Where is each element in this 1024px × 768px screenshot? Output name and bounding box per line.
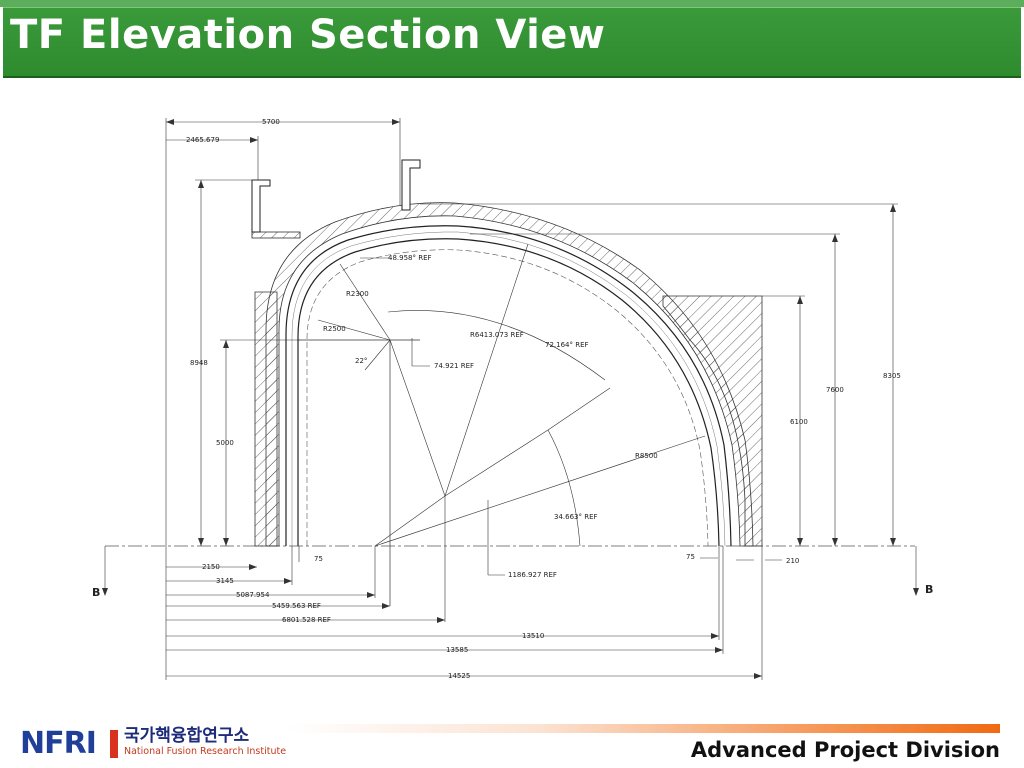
tf-elevation-drawing: B B 5700 2465.679 8948 5000 2150 75 3145… bbox=[92, 118, 933, 680]
dim-5087: 5087.954 bbox=[236, 591, 270, 599]
dim-75-right: 75 bbox=[686, 553, 695, 561]
title-bar-band bbox=[3, 7, 1021, 78]
dim-5000: 5000 bbox=[216, 439, 234, 447]
ref-74-921: 74.921 REF bbox=[434, 362, 474, 370]
radius-2300: R2300 bbox=[346, 290, 369, 298]
dim-5700: 5700 bbox=[262, 118, 280, 126]
logo-abbr: NFRI bbox=[20, 726, 97, 761]
left-port-bottom bbox=[251, 231, 301, 239]
logo-english-name: National Fusion Research Institute bbox=[124, 746, 287, 757]
dim-6801: 6801.528 REF bbox=[282, 616, 331, 624]
radius-2500: R2500 bbox=[323, 325, 346, 333]
division-label: Advanced Project Division bbox=[690, 738, 1000, 762]
radius-8500: R8500 bbox=[635, 452, 658, 460]
title-bar: TF Elevation Section View bbox=[0, 0, 1024, 80]
dim-210: 210 bbox=[786, 557, 799, 565]
section-mark-left: B bbox=[92, 586, 100, 599]
dim-13585: 13585 bbox=[446, 646, 468, 654]
angle-34-663: 34.663° REF bbox=[554, 513, 598, 521]
dim-3145: 3145 bbox=[216, 577, 234, 585]
outer-shell bbox=[265, 202, 754, 547]
dim-13510: 13510 bbox=[522, 632, 544, 640]
angle-72-164: 72.164° REF bbox=[545, 341, 589, 349]
dim-2465: 2465.679 bbox=[186, 136, 219, 144]
dim-7600: 7600 bbox=[826, 386, 844, 394]
left-port-flange bbox=[251, 179, 271, 233]
radius-6413: R6413.073 REF bbox=[470, 331, 524, 339]
dim-8948: 8948 bbox=[190, 359, 208, 367]
logo-korean-name: 국가핵융합연구소 bbox=[124, 726, 250, 746]
tf-coil-inner-edge bbox=[297, 238, 720, 547]
tf-coil-outer-edge bbox=[285, 225, 732, 547]
construction-lines bbox=[317, 243, 706, 576]
angle-22: 22° bbox=[355, 357, 367, 365]
dim-6100: 6100 bbox=[790, 418, 808, 426]
nfri-logo: NFRI 국가핵융합연구소 National Fusion Research I… bbox=[20, 726, 286, 762]
dim-5459: 5459.563 REF bbox=[272, 602, 321, 610]
right-port-flange bbox=[401, 159, 421, 211]
page-title: TF Elevation Section View bbox=[10, 12, 606, 58]
logo-accent-bar bbox=[110, 730, 118, 758]
arrow-heads bbox=[102, 119, 919, 679]
dim-14525: 14525 bbox=[448, 672, 470, 680]
section-mark-right: B bbox=[925, 583, 933, 596]
dim-1186: 1186.927 REF bbox=[508, 571, 557, 579]
tf-coil-centerline bbox=[291, 231, 726, 547]
title-bar-top-strip bbox=[0, 0, 1024, 7]
vacuum-vessel-line bbox=[306, 249, 709, 547]
footer-gradient-strip bbox=[288, 724, 1000, 733]
angle-48-958: 48.958° REF bbox=[388, 254, 432, 262]
dim-8305: 8305 bbox=[883, 372, 901, 380]
dim-75-left: 75 bbox=[314, 555, 323, 563]
dimension-lines bbox=[104, 118, 917, 680]
dim-2150: 2150 bbox=[202, 563, 220, 571]
